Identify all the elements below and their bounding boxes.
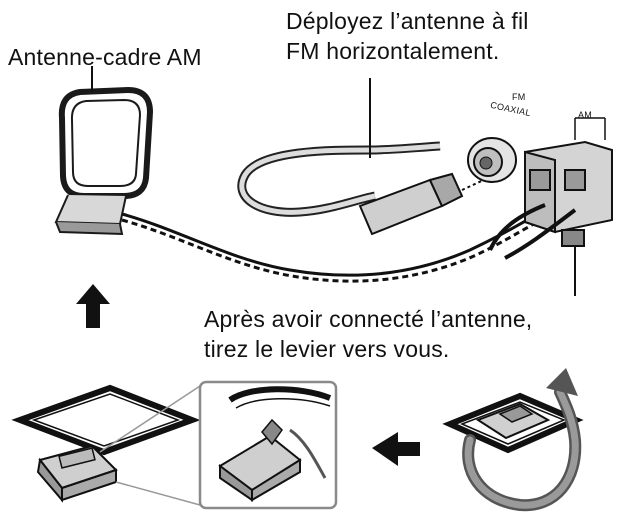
- fm-wire-antenna-icon: [237, 141, 489, 236]
- zoom-line-top: [99, 385, 201, 453]
- fm-wire-instruction-line2: FM horizontalement.: [286, 38, 500, 64]
- antenna-terminal-block-icon: [488, 117, 613, 260]
- fm-wire-instruction-line1: Déployez l’antenne à fil: [286, 8, 529, 34]
- am-loop-antenna-label: Antenne-cadre AM: [8, 44, 202, 70]
- am-antenna-wire: [121, 208, 549, 283]
- am-loop-antenna-assembled-icon: [11, 384, 201, 503]
- am-loop-antenna-icon: [54, 86, 154, 236]
- after-connect-instruction-line2: tirez le levier vers vous.: [204, 336, 450, 362]
- zoom-line-bottom: [115, 481, 201, 506]
- terminal-label-am: AM: [578, 110, 593, 120]
- arrow-up-icon: [76, 284, 110, 328]
- zoom-detail-icon: [198, 380, 338, 510]
- rotate-arrow-icon: [462, 368, 582, 512]
- terminal-label-fm: FM: [512, 92, 526, 102]
- fm-coaxial-plug-icon: [467, 137, 517, 183]
- arrow-left-icon: [372, 432, 420, 466]
- after-connect-instruction-line1: Après avoir connecté l’antenne,: [204, 306, 533, 332]
